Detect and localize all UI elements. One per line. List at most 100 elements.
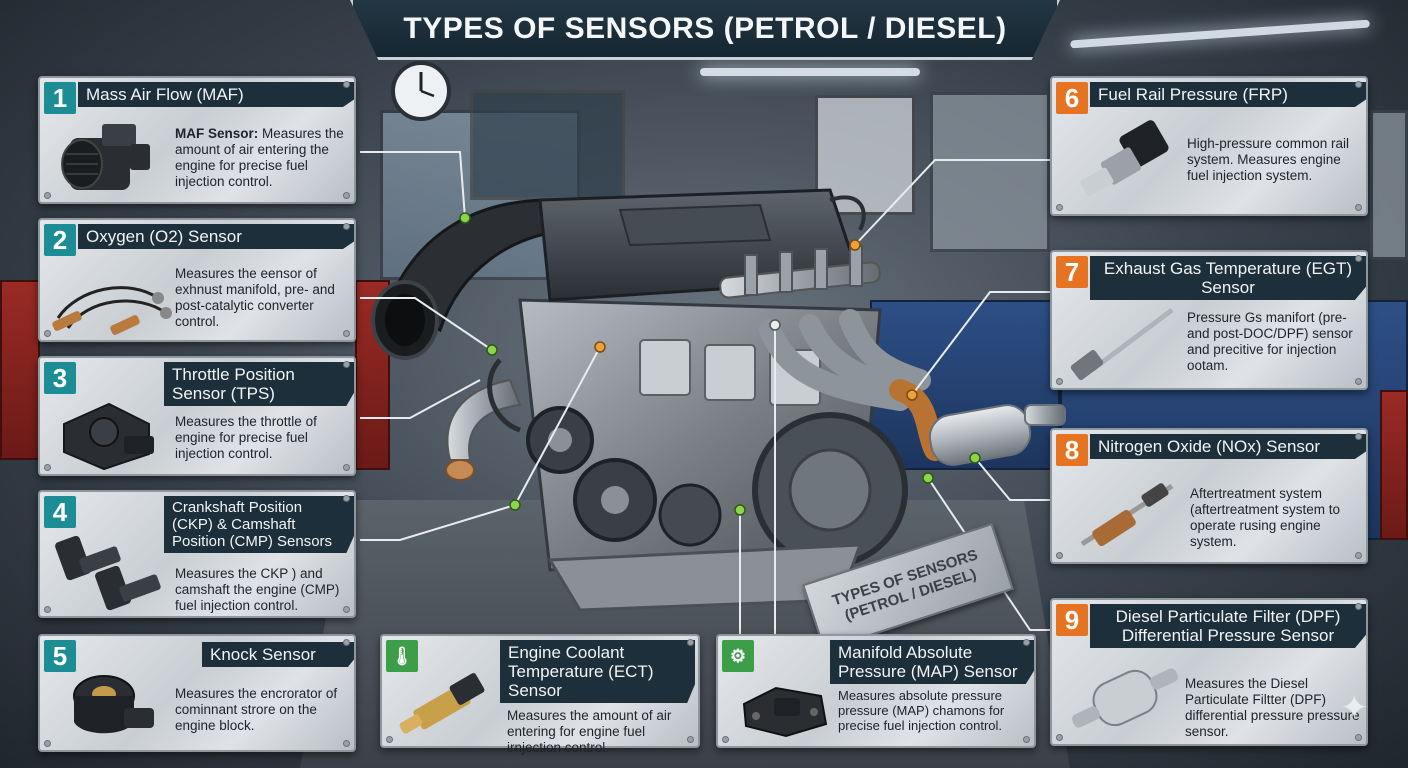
sensor-card-maf: 1 Mass Air Flow (MAF) MAF Sensor: Measur… (38, 76, 356, 204)
sensor-number: 7 (1056, 256, 1088, 288)
rivet (343, 81, 350, 88)
rivet (343, 639, 350, 646)
sensor-description: Pressure Gs manifort (pre- and post-DOC/… (1187, 310, 1353, 373)
rivet (44, 606, 51, 613)
sensor-card-map: ⚙ Manifold Absolute Pressure (MAP) Senso… (716, 634, 1036, 748)
ceiling-light (700, 68, 920, 76)
oxygen-sensor-icon (52, 286, 172, 335)
rivet (343, 740, 350, 747)
sensor-description: High-pressure common rail system. Measur… (1187, 136, 1350, 183)
throttle-sensor-icon (63, 402, 154, 471)
rivet (1355, 81, 1362, 88)
red-cabinet (0, 280, 40, 460)
sensor-number: 5 (44, 640, 76, 672)
rivet (44, 464, 51, 471)
sensor-description: Measures the Diesel Particulate Filtter … (1185, 676, 1360, 739)
sensor-number: 8 (1056, 434, 1088, 466)
tool-pegboard (1370, 110, 1408, 260)
sensor-description: Measures absolute pressure pressure (MAP… (838, 688, 1005, 733)
rivet (1056, 734, 1063, 741)
sensor-title: Exhaust Gas Temperature (EGT) Sensor (1090, 256, 1366, 300)
rivet (44, 740, 51, 747)
sensor-description: Measures the encrorator of cominnant str… (175, 686, 338, 733)
rivet (44, 192, 51, 199)
desc-bold: MAF Sensor: (175, 126, 259, 141)
tool-pegboard (930, 92, 1050, 252)
page-title: TYPES OF SENSORS (PETROL / DIESEL) (403, 11, 1007, 45)
sensor-description: Measures the eensor of exhnust manifold,… (175, 266, 335, 329)
sensor-number: 6 (1056, 82, 1088, 114)
rivet (722, 736, 729, 743)
sensor-card-o2: 2 Oxygen (O2) Sensor Measures the eensor… (38, 218, 356, 342)
sensor-card-nox: 8 Nitrogen Oxide (NOx) Sensor Aftertreat… (1050, 428, 1368, 564)
sensor-number: 9 (1056, 604, 1088, 636)
rivet (1355, 255, 1362, 262)
ect-sensor-icon (399, 673, 485, 734)
engine-illustration-icon (371, 188, 1066, 612)
rivet (1355, 603, 1362, 610)
sensor-title: Oxygen (O2) Sensor (78, 224, 354, 249)
rivet (1355, 204, 1362, 211)
dpf-sensor-icon (1071, 668, 1179, 728)
rivet (1355, 734, 1362, 741)
sensor-title: Crankshaft Position (CKP) & Camshaft Pos… (164, 496, 354, 553)
sensor-description: Aftertreatment system (aftertreatment sy… (1190, 486, 1341, 549)
rivet (343, 192, 350, 199)
thermometer-icon: 🌡 (386, 640, 418, 672)
sensor-card-knock: 5 Knock Sensor Measures the encrorator o… (38, 634, 356, 752)
rivet (1023, 639, 1030, 646)
sensor-description: MAF Sensor: Measures the amount of air e… (175, 126, 347, 190)
sensor-number: 1 (44, 82, 76, 114)
sensor-card-dpf: 9 Diesel Particulate Filter (DPF) Differ… (1050, 598, 1368, 746)
rivet (1355, 552, 1362, 559)
wall-clock-icon (391, 61, 451, 121)
sensor-number: 3 (44, 362, 76, 394)
sensor-description: Measures the amount of air entering for … (507, 708, 672, 755)
sensor-number: 2 (44, 224, 76, 256)
rivet (343, 464, 350, 471)
sensor-card-egt: 7 Exhaust Gas Temperature (EGT) Sensor P… (1050, 250, 1368, 390)
rivet (687, 639, 694, 646)
rivet (343, 330, 350, 337)
knock-sensor-icon (73, 675, 154, 734)
rivet (1355, 433, 1362, 440)
egt-sensor-icon (1070, 308, 1174, 381)
title-banner: TYPES OF SENSORS (PETROL / DIESEL) (350, 0, 1060, 60)
rivet (343, 361, 350, 368)
sensor-title: Knock Sensor (202, 642, 354, 667)
red-cabinet (355, 280, 390, 470)
sensor-card-ckp-cmp: 4 Crankshaft Position (CKP) & Camshaft P… (38, 490, 356, 618)
rivet (44, 330, 51, 337)
sensor-title: Diesel Particulate Filter (DPF) Differen… (1090, 604, 1366, 648)
rivet (343, 495, 350, 502)
sensor-title: Engine Coolant Temperature (ECT) Sensor (500, 640, 695, 703)
desc-text: Measures the amount of air entering the … (175, 126, 344, 189)
gear-icon: ⚙ (722, 640, 754, 672)
sensor-title: Manifold Absolute Pressure (MAP) Sensor (830, 640, 1034, 684)
sensor-title: Throttle Position Sensor (TPS) (164, 362, 354, 406)
rivet (1056, 204, 1063, 211)
rivet (687, 736, 694, 743)
rivet (1056, 378, 1063, 385)
sensor-description: Measures the throttle of engine for prec… (175, 414, 317, 461)
crankshaft-sensor-icon (55, 535, 161, 611)
map-sensor-icon (742, 686, 828, 738)
sensor-title: Nitrogen Oxide (NOx) Sensor (1090, 434, 1366, 459)
rivet (1056, 552, 1063, 559)
sensor-card-ect: 🌡 Engine Coolant Temperature (ECT) Senso… (380, 634, 700, 755)
sensor-title: Mass Air Flow (MAF) (78, 82, 354, 107)
sensor-title: Fuel Rail Pressure (FRP) (1090, 82, 1366, 107)
rivet (343, 606, 350, 613)
rivet (1023, 736, 1030, 743)
sensor-card-frp: 6 Fuel Rail Pressure (FRP) High-pressure… (1050, 76, 1368, 216)
maf-sensor-icon (61, 124, 150, 190)
rivet (1355, 378, 1362, 385)
sensor-number: 4 (44, 496, 76, 528)
nox-sensor-icon (1080, 483, 1174, 547)
rivet (386, 736, 393, 743)
sensor-card-tps: 3 Throttle Position Sensor (TPS) Measure… (38, 356, 356, 476)
fuel-rail-sensor-icon (1080, 120, 1169, 197)
sensor-description: Measures the CKP ) and camshaft the engi… (175, 566, 340, 613)
